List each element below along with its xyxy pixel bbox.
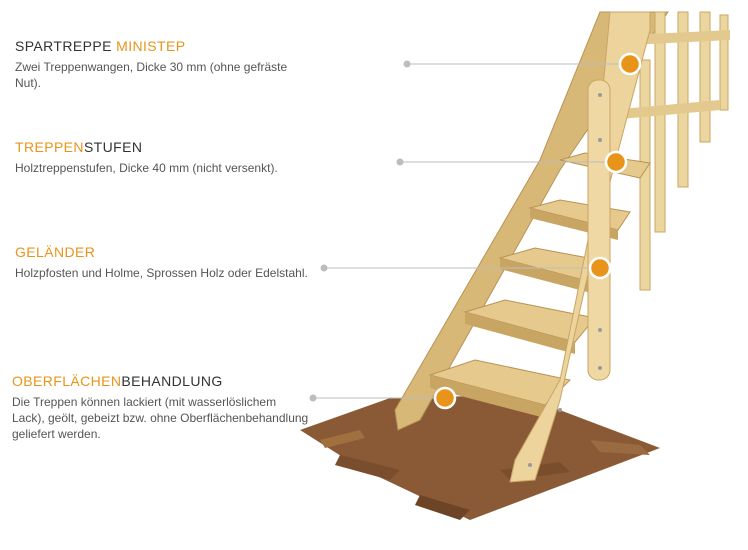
feature-title: SPARTREPPE MINISTEP [15, 38, 186, 54]
feature-description: Die Treppen können lackiert (mit wasserl… [12, 395, 309, 441]
hotspot-ministep [618, 52, 642, 76]
feature-ministep: SPARTREPPE MINISTEP Zwei Treppenwangen, … [15, 37, 315, 91]
bolts [528, 93, 602, 467]
railing-balusters [639, 11, 729, 291]
hotspot-stufen [604, 150, 628, 174]
feature-description: Holztreppenstufen, Dicke 40 mm (nicht ve… [15, 161, 278, 175]
feature-title: GELÄNDER [15, 244, 96, 260]
feature-title: OBERFLÄCHENBEHANDLUNG [12, 373, 223, 389]
hotspot-gelaender [588, 256, 612, 280]
front-stringer [509, 11, 651, 483]
parquet-floor [300, 395, 660, 520]
feature-gelaender: GELÄNDER Holzpfosten und Holme, Sprossen… [15, 243, 315, 281]
callout-lines [313, 63, 623, 399]
hotspot-oberflaeche [433, 386, 457, 410]
callout-start-dots [309, 60, 411, 402]
front-post [587, 79, 611, 381]
feature-treppenstufen: TREPPENSTUFEN Holztreppenstufen, Dicke 4… [15, 138, 315, 176]
feature-title: TREPPENSTUFEN [15, 139, 143, 155]
hotspot-markers[interactable] [433, 52, 642, 410]
feature-description: Zwei Treppenwangen, Dicke 30 mm (ohne ge… [15, 60, 288, 90]
railing-rails [610, 30, 730, 120]
feature-oberflaechenbehandlung: OBERFLÄCHENBEHANDLUNG Die Treppen können… [12, 372, 312, 442]
feature-description: Holzpfosten und Holme, Sprossen Holz ode… [15, 266, 308, 280]
